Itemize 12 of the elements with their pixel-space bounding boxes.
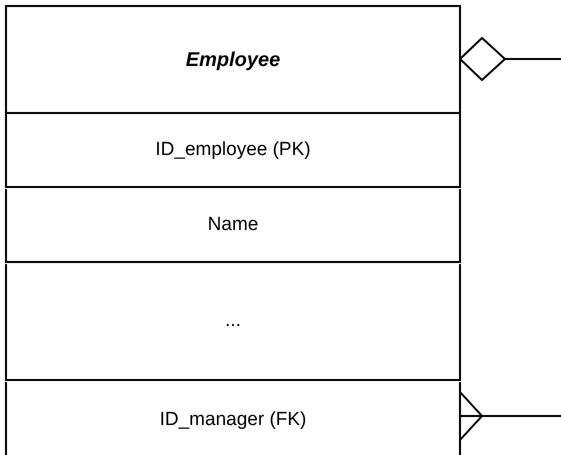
attribute-name: ID_employee (PK) — [155, 138, 311, 162]
attribute-row — [5, 189, 461, 263]
relationship-line — [459, 391, 561, 441]
attribute-row — [5, 382, 461, 455]
relationship-line — [459, 37, 561, 81]
attribute-row — [5, 114, 461, 188]
attribute-name: ID_manager (FK) — [160, 408, 306, 432]
entity-name: Employee — [186, 48, 280, 72]
entity-header — [5, 5, 461, 114]
attribute-row — [5, 264, 461, 381]
attribute-name: ... — [225, 309, 241, 334]
attribute-name: Name — [208, 212, 258, 237]
